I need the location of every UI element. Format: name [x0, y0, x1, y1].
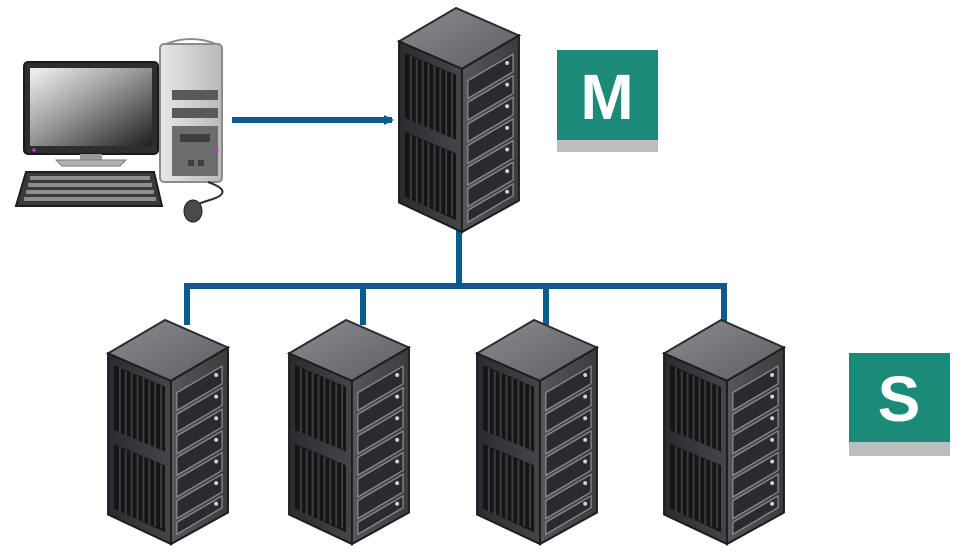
slave-server-icon-1: [107, 318, 229, 546]
desktop-computer-icon: [14, 38, 224, 223]
slave-server-icon-3: [476, 318, 598, 546]
master-badge-label: M: [580, 61, 633, 133]
slave-server-icon-4: [663, 318, 785, 546]
slave-badge: S: [849, 353, 950, 456]
master-server-icon: [398, 6, 520, 234]
master-badge: M: [557, 50, 658, 152]
slave-badge-label: S: [878, 363, 921, 435]
network-connectors: [184, 115, 727, 325]
slave-server-icon-2: [288, 318, 410, 546]
